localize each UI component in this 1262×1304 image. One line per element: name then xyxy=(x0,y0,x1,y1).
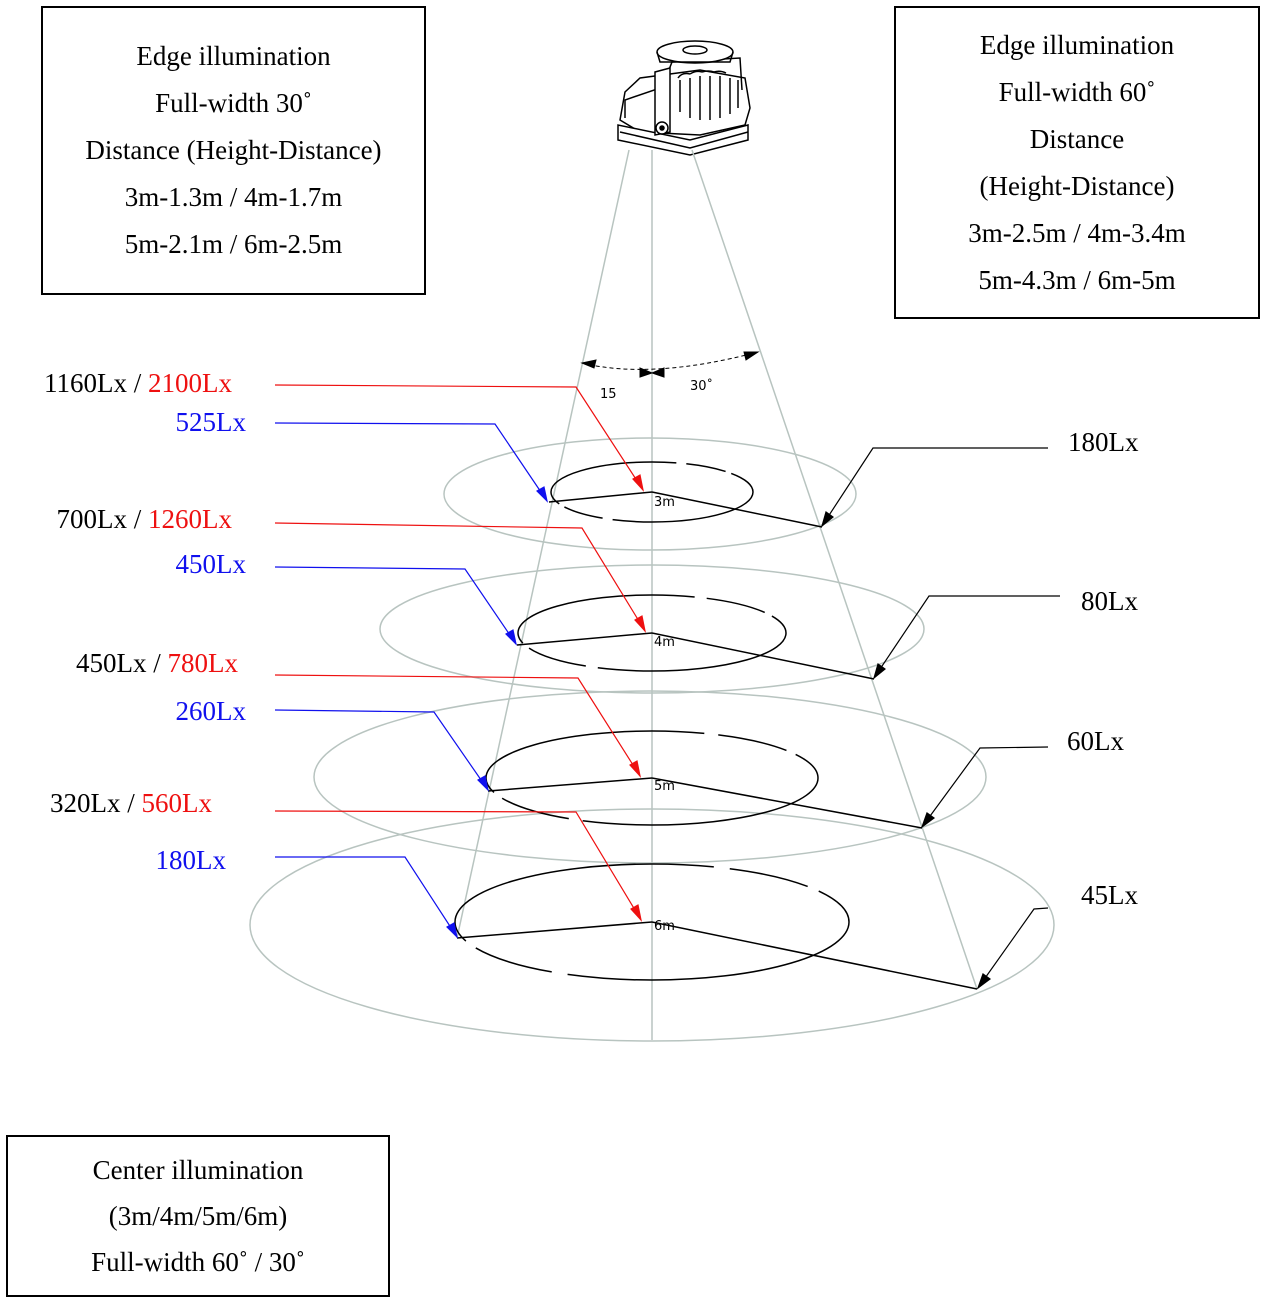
edge-30-lux-5m: 260Lx xyxy=(175,696,247,726)
edge-60-info-box: Edge illumination Full-width 60˚ Distanc… xyxy=(894,6,1260,319)
box-title: Center illumination xyxy=(92,1155,304,1185)
height-label-6m: 6m xyxy=(654,919,675,934)
edge-60-lux-6m: 45Lx xyxy=(1081,880,1138,910)
edge-60-lux-5m: 60Lx xyxy=(1067,726,1124,756)
box-width: Full-width 30˚ xyxy=(155,88,312,118)
box-distance-label: Distance xyxy=(1029,123,1125,154)
edge-60-lux-4m: 80Lx xyxy=(1081,586,1138,616)
center-lux-4m: 700Lx / 1260Lx xyxy=(56,504,232,534)
separator: / xyxy=(146,648,168,678)
center-60-value: 700Lx xyxy=(56,504,127,534)
narrow-beam-rings xyxy=(454,461,850,981)
floodlight-fixture-icon xyxy=(617,40,751,156)
edge-60-lux-3m: 180Lx xyxy=(1068,427,1139,457)
center-30-leaders xyxy=(274,384,647,923)
center-lux-5m: 450Lx / 780Lx xyxy=(76,648,238,678)
angle-wide-label: 30˚ xyxy=(690,378,713,394)
radius-lines xyxy=(456,491,978,990)
box-width: Full-width 60˚ / 30˚ xyxy=(91,1247,305,1277)
edge-30-lux-4m: 450Lx xyxy=(175,549,247,579)
box-title: Edge illumination xyxy=(979,29,1175,60)
height-label-3m: 3m xyxy=(654,495,675,510)
box-title: Edge illumination xyxy=(136,41,331,71)
edge-30-lux-3m: 525Lx xyxy=(175,407,247,437)
box-values-2: 5m-4.3m / 6m-5m xyxy=(978,264,1176,295)
separator: / xyxy=(120,788,142,818)
center-30-value: 780Lx xyxy=(167,648,239,678)
center-60-value: 320Lx xyxy=(49,788,121,818)
center-lux-6m: 320Lx / 560Lx xyxy=(50,788,212,818)
center-30-value: 1260Lx xyxy=(148,504,232,534)
separator: / xyxy=(126,368,148,398)
angle-narrow-label: 15 xyxy=(600,387,617,402)
box-values-1: 3m-1.3m / 4m-1.7m xyxy=(124,182,343,212)
box-values-2: 5m-2.1m / 6m-2.5m xyxy=(124,229,343,259)
edge-30-lux-6m: 180Lx xyxy=(155,845,227,875)
height-label-5m: 5m xyxy=(654,779,675,794)
center-60-value: 1160Lx xyxy=(43,368,127,398)
box-width: Full-width 60˚ xyxy=(998,76,1156,107)
center-60-value: 450Lx xyxy=(75,648,147,678)
height-label-4m: 4m xyxy=(654,635,675,650)
box-distance-label: Distance (Height-Distance) xyxy=(85,135,382,165)
edge-30-info-box: Edge illumination Full-width 30˚ Distanc… xyxy=(41,6,426,295)
edge-30-leaders xyxy=(274,422,549,939)
box-heights: (3m/4m/5m/6m) xyxy=(108,1201,288,1231)
box-distance-sub: (Height-Distance) xyxy=(979,170,1175,201)
edge-60-leaders xyxy=(820,447,1060,990)
box-values-1: 3m-2.5m / 4m-3.4m xyxy=(968,217,1186,248)
separator: / xyxy=(126,504,148,534)
center-lux-3m: 1160Lx / 2100Lx xyxy=(44,368,232,398)
beam-angle-arc xyxy=(580,351,760,378)
center-30-value: 560Lx xyxy=(141,788,213,818)
center-30-value: 2100Lx xyxy=(148,368,232,398)
center-info-box: Center illumination (3m/4m/5m/6m) Full-w… xyxy=(6,1135,390,1297)
